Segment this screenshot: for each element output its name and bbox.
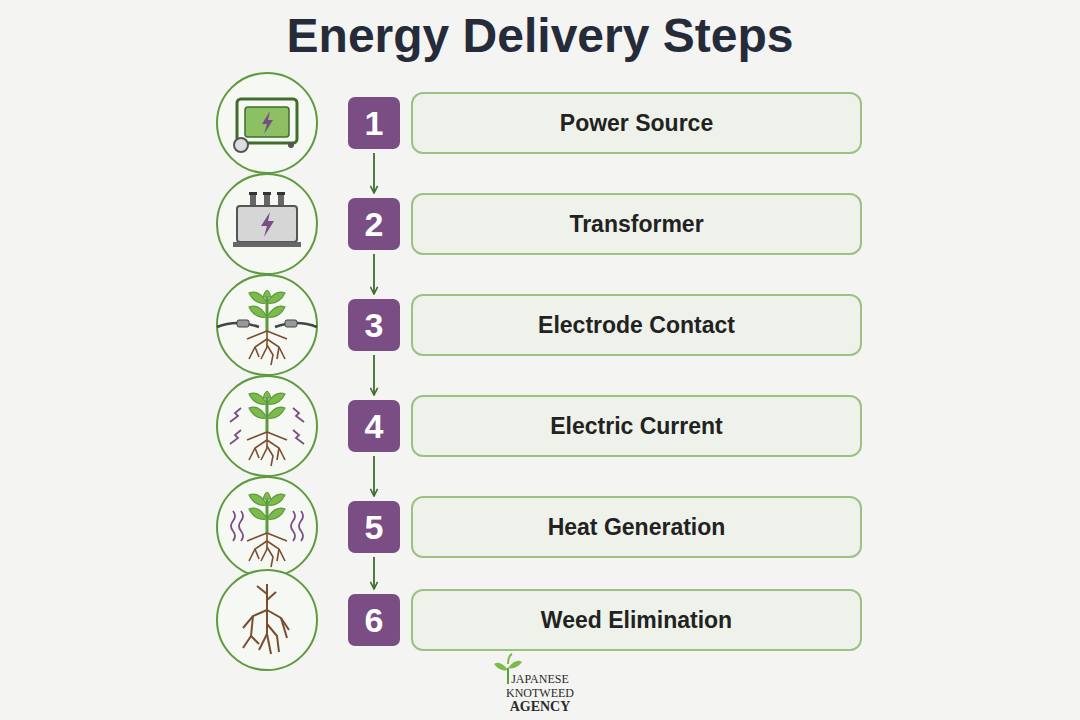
step-number: 2 <box>348 198 400 250</box>
step-number-text: 6 <box>365 601 384 640</box>
step-number-text: 3 <box>365 306 384 345</box>
step-number: 3 <box>348 299 400 351</box>
diagram-title: Energy Delivery Steps <box>0 8 1080 63</box>
step-box: Electrode Contact <box>411 294 862 356</box>
flow-arrow <box>373 456 375 496</box>
step-label: Electric Current <box>550 413 723 440</box>
step-label: Transformer <box>569 211 703 238</box>
step-box: Power Source <box>411 92 862 154</box>
logo-text: AGENCY <box>440 700 640 714</box>
step-number: 4 <box>348 400 400 452</box>
step-icon <box>217 174 317 274</box>
step-label: Weed Elimination <box>541 607 732 634</box>
step-number-text: 5 <box>365 508 384 547</box>
step-icon <box>217 477 317 577</box>
logo-text: KNOTWEED <box>440 687 640 699</box>
step-number: 1 <box>348 97 400 149</box>
step-icon <box>217 73 317 173</box>
step-number: 6 <box>348 594 400 646</box>
step-number-text: 2 <box>365 205 384 244</box>
step-number-text: 1 <box>365 104 384 143</box>
flow-arrow <box>373 254 375 294</box>
step-icon <box>217 275 317 375</box>
logo-text: JAPANESE <box>440 673 640 685</box>
step-icon <box>217 570 317 670</box>
flow-arrow <box>373 153 375 193</box>
step-box: Transformer <box>411 193 862 255</box>
step-box: Electric Current <box>411 395 862 457</box>
step-number-text: 4 <box>365 407 384 446</box>
step-icon <box>217 376 317 476</box>
step-box: Heat Generation <box>411 496 862 558</box>
step-label: Power Source <box>560 110 713 137</box>
step-label: Electrode Contact <box>538 312 735 339</box>
step-label: Heat Generation <box>548 514 726 541</box>
step-number: 5 <box>348 501 400 553</box>
step-box: Weed Elimination <box>411 589 862 651</box>
flow-arrow <box>373 355 375 395</box>
flow-arrow <box>373 557 375 589</box>
